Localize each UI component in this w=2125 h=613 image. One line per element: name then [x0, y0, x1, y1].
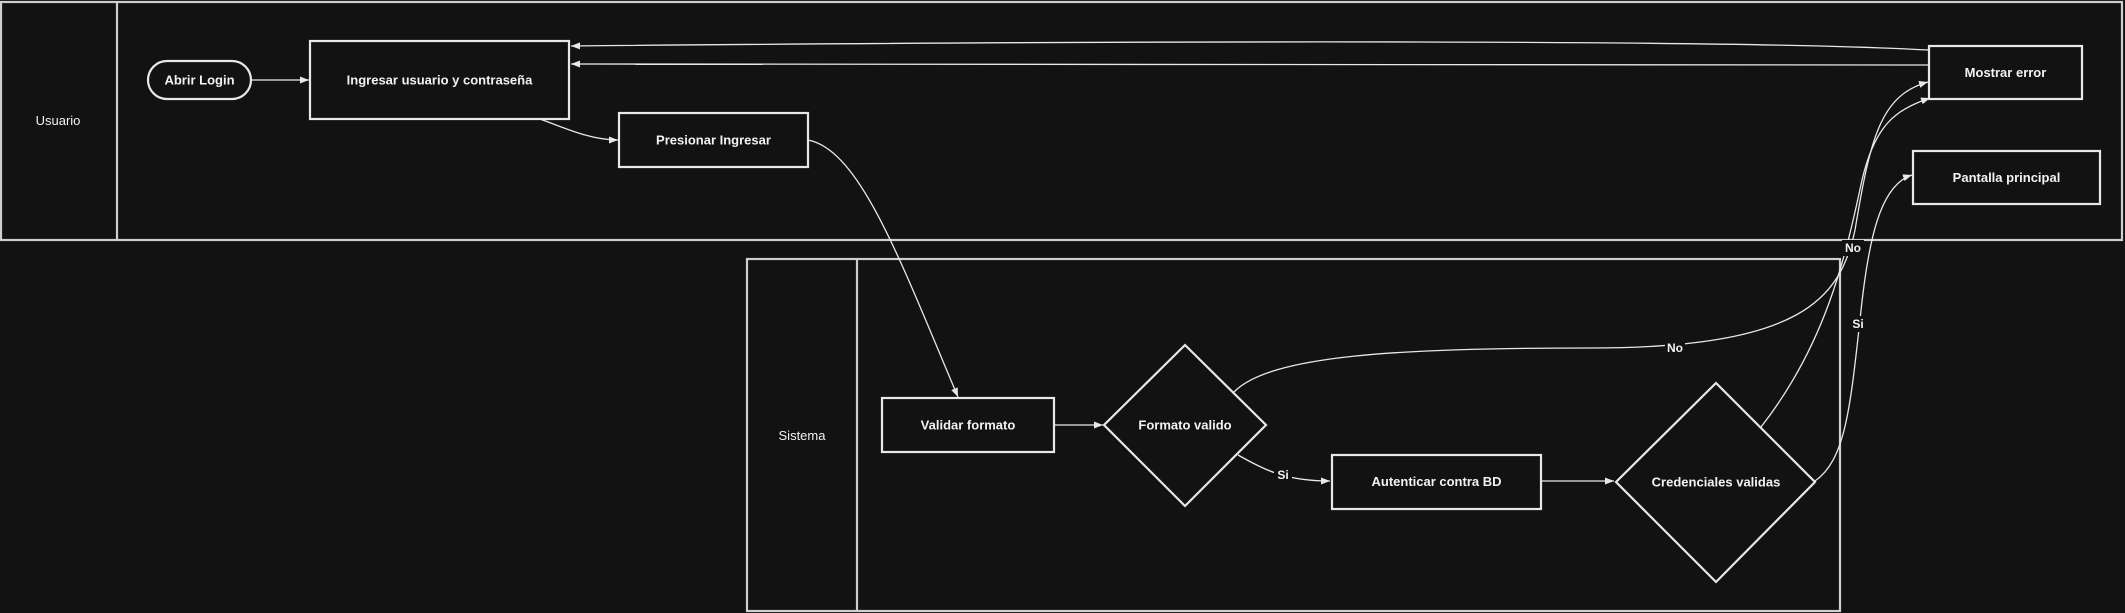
- lane-sistema-label: Sistema: [779, 428, 827, 443]
- edge-formato-no-to-error: [1233, 80, 1929, 393]
- node-mostrar-error-label: Mostrar error: [1965, 65, 2047, 80]
- node-validar-formato: Validar formato: [880, 396, 1056, 454]
- node-formato-valido: Formato valido: [1102, 343, 1268, 508]
- node-mostrar-error: Mostrar error: [1927, 44, 2084, 101]
- node-validar-formato-label: Validar formato: [921, 418, 1016, 433]
- edge-labels: Si No No Si: [1274, 240, 1867, 483]
- edge-error-to-ingresar-2: [570, 60, 1929, 68]
- lane-usuario-border: [0, 0, 2124, 242]
- nodes: Abrir Login Ingresar usuario y contraseñ…: [146, 39, 2102, 584]
- node-ingresar-label: Ingresar usuario y contraseña: [347, 73, 533, 88]
- edge-credenciales-no-to-error: [1760, 97, 1931, 428]
- node-abrir-login: Abrir Login: [146, 59, 253, 101]
- edge-presionar-to-validar: [807, 139, 959, 398]
- edge-error-to-ingresar-1: [570, 41, 1929, 51]
- lane-sistema-border: [745, 257, 1842, 613]
- node-abrir-login-label: Abrir Login: [164, 73, 234, 88]
- lane-sistema: Sistema: [745, 257, 1842, 613]
- node-pantalla-principal: Pantalla principal: [1911, 149, 2102, 206]
- node-autenticar-label: Autenticar contra BD: [1371, 474, 1501, 489]
- node-autenticar: Autenticar contra BD: [1330, 453, 1543, 511]
- node-ingresar: Ingresar usuario y contraseña: [308, 39, 571, 121]
- lane-usuario: Usuario: [0, 0, 2124, 242]
- node-credenciales-validas: Credenciales validas: [1614, 381, 1817, 584]
- edge-label-credenciales-si: Si: [1852, 317, 1863, 331]
- edge-label-credenciales-no: No: [1845, 241, 1861, 255]
- node-presionar-label: Presionar Ingresar: [656, 133, 771, 148]
- node-credenciales-label: Credenciales validas: [1652, 475, 1781, 490]
- node-formato-valido-label: Formato valido: [1138, 418, 1231, 433]
- node-pantalla-principal-label: Pantalla principal: [1953, 170, 2061, 185]
- edge-label-formato-si: Si: [1277, 468, 1288, 482]
- lane-usuario-label: Usuario: [36, 113, 81, 128]
- node-presionar-ingresar: Presionar Ingresar: [617, 111, 810, 169]
- edge-ingresar-to-presionar: [539, 118, 619, 144]
- edge-label-formato-no: No: [1667, 341, 1683, 355]
